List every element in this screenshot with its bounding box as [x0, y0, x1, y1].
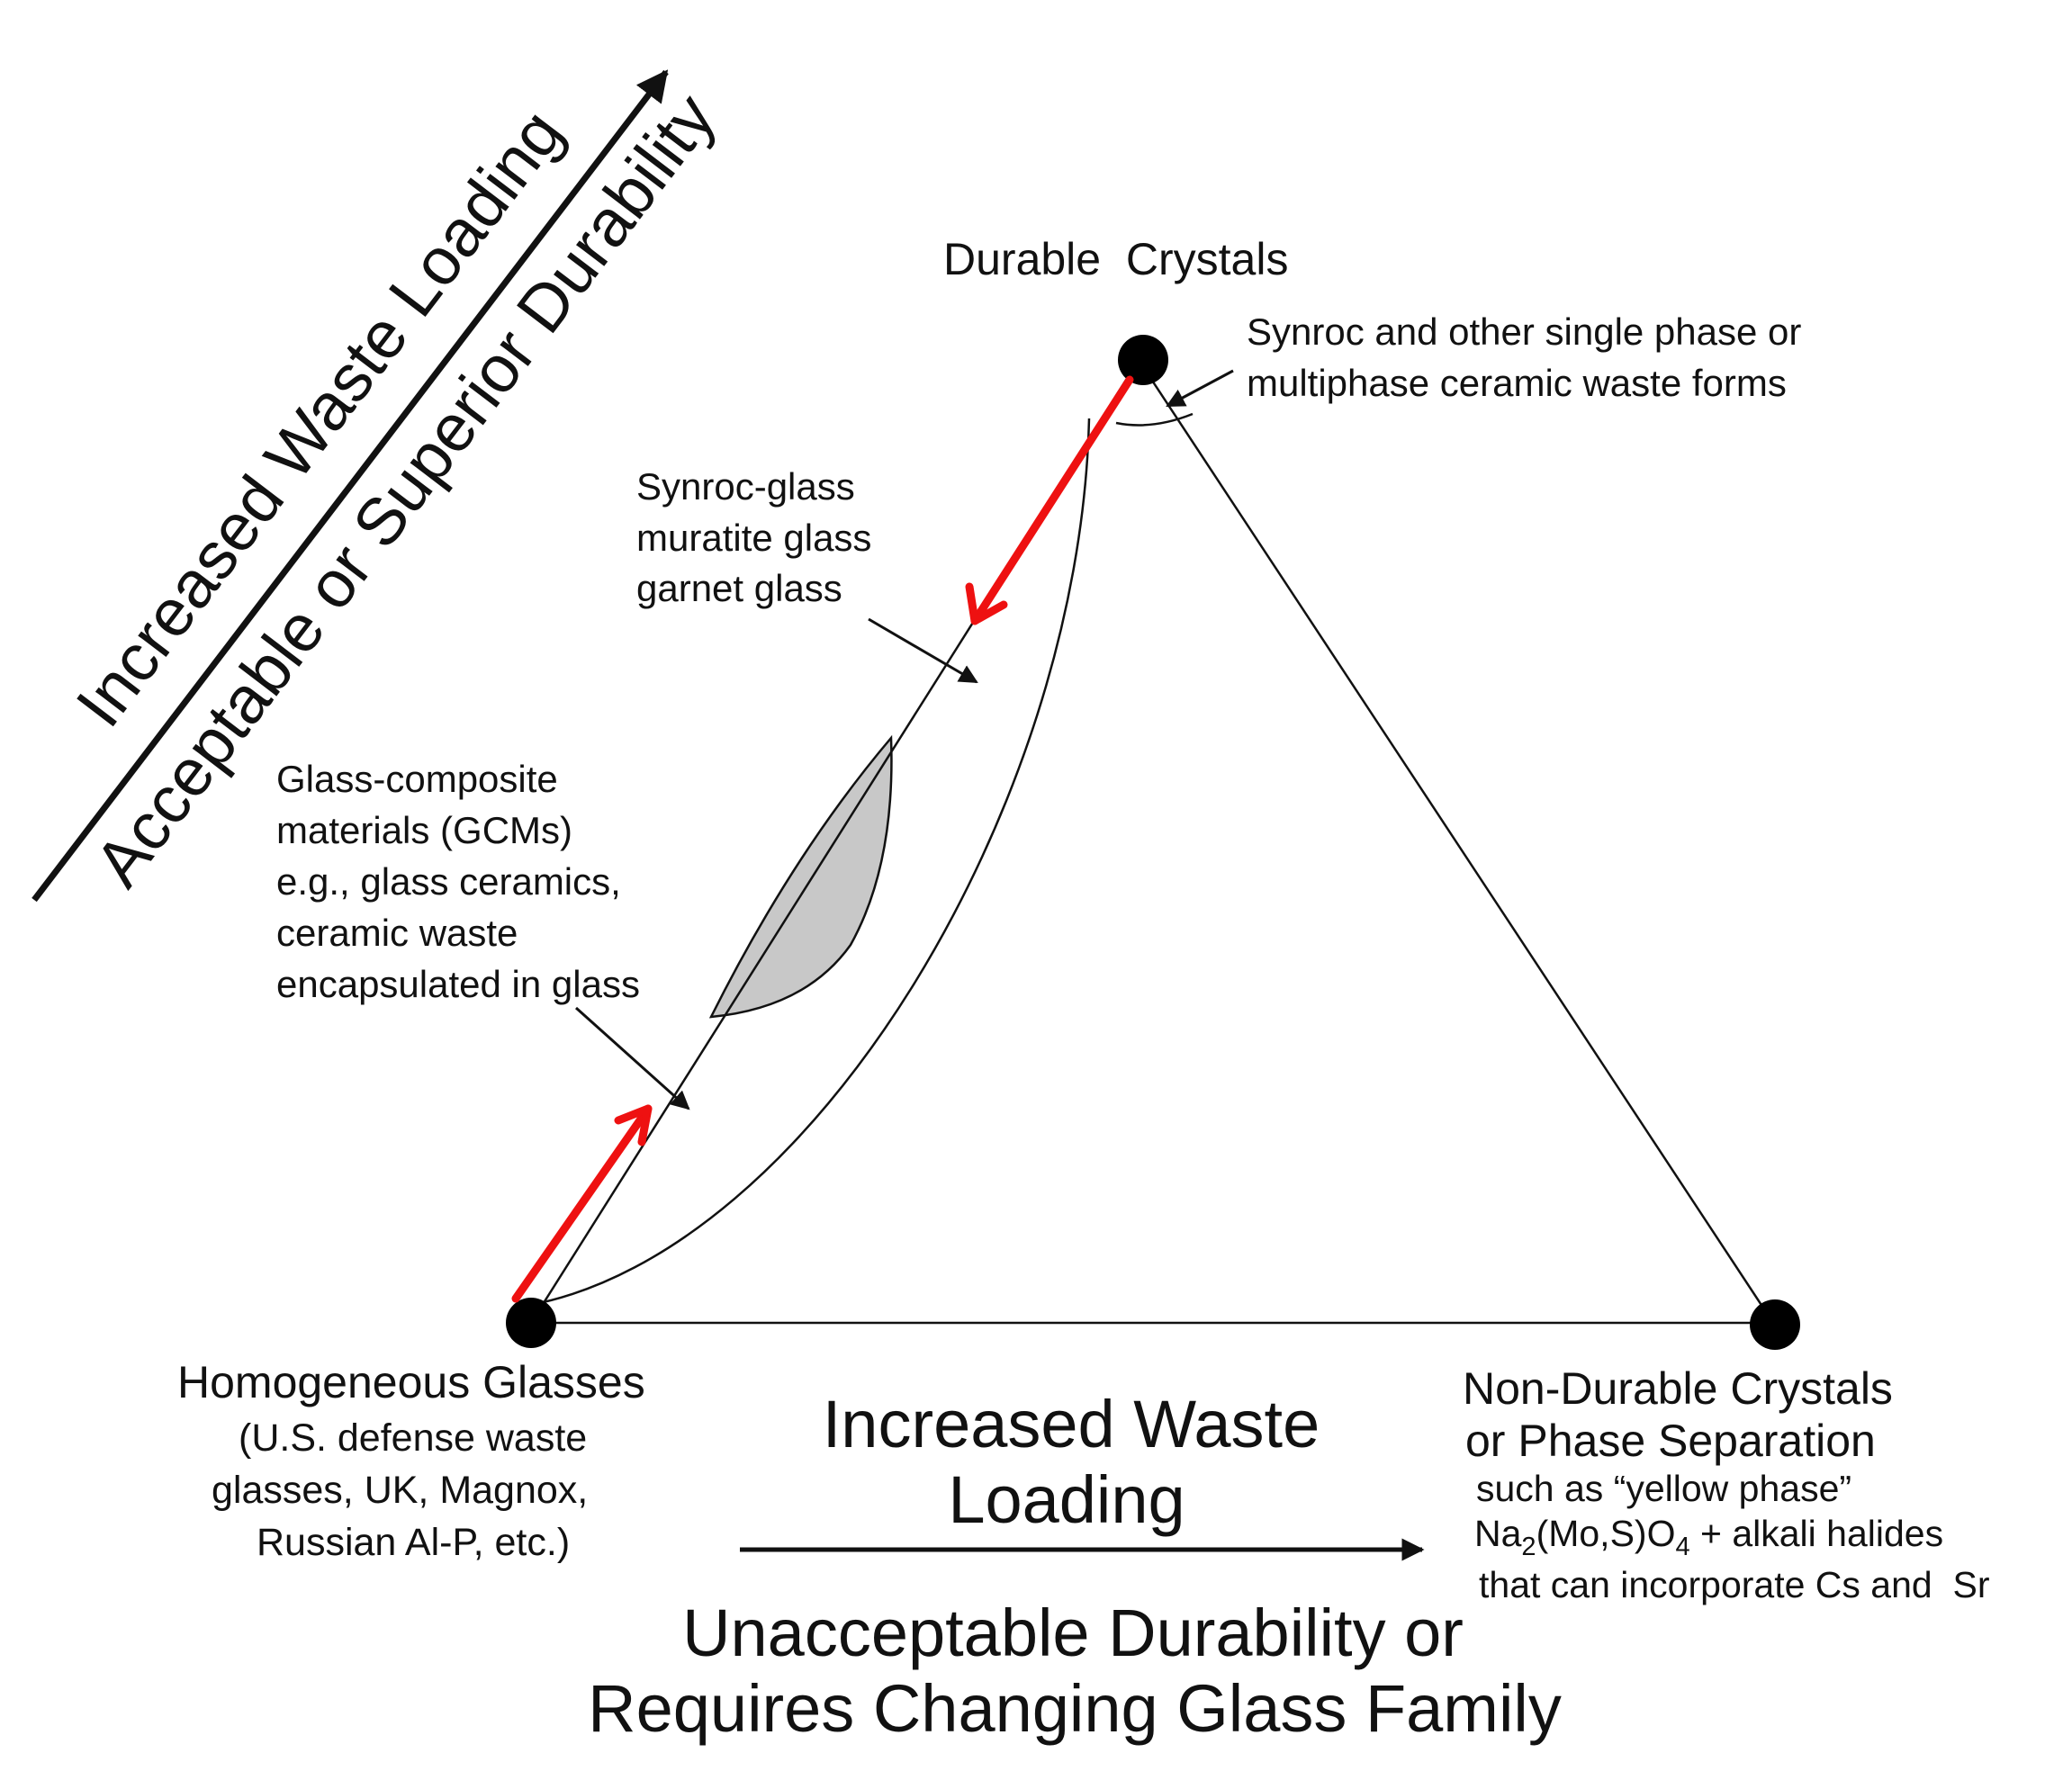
bottom-result-line-2: Requires Changing Glass Family [588, 1671, 1562, 1746]
synroc-glass-line-3: garnet glass [636, 567, 842, 609]
bottom-label-line-1: Increased Waste [823, 1387, 1320, 1461]
formula-sub-4: 4 [1675, 1533, 1689, 1561]
vertex-non-durable-crystals [1750, 1299, 1800, 1350]
vertex-homogeneous-glasses [506, 1298, 556, 1348]
ternary-triangle [528, 357, 1776, 1325]
pointer-arrow-gcm [574, 1006, 690, 1110]
gcm-line-2: materials (GCMs) [276, 809, 572, 851]
label-non-durable-line-2: or Phase Separation [1465, 1416, 1876, 1466]
homogeneous-note-line-2: glasses, UK, Magnox, [212, 1469, 588, 1512]
formula-tail: + alkali halides [1690, 1513, 1943, 1554]
gcm-line-1: Glass-composite [276, 758, 558, 800]
formula-mid: (Mo,S)O [1536, 1513, 1676, 1554]
pointer-arrow-synroc [1166, 369, 1234, 408]
pointer-arrow-synroc-glass [868, 617, 978, 684]
label-non-durable-line-1: Non-Durable Crystals [1463, 1363, 1893, 1414]
bottom-result-line-1: Unacceptable Durability or [682, 1596, 1464, 1670]
formula-na: Na [1474, 1513, 1522, 1554]
formula-sub-2: 2 [1521, 1533, 1536, 1561]
synroc-note-line-2: multiphase ceramic waste forms [1247, 362, 1787, 404]
gcm-line-4: ceramic waste [276, 912, 518, 954]
non-durable-note-line-3: that can incorporate Cs and Sr [1479, 1564, 1989, 1605]
gcm-shaded-region [708, 734, 893, 1019]
diagonal-arrow [32, 69, 669, 903]
vertex-durable-crystals [1118, 335, 1168, 385]
synroc-note-line-1: Synroc and other single phase or [1247, 310, 1801, 353]
synroc-boundary-arc [1115, 412, 1194, 427]
red-arrow-down [965, 375, 1134, 625]
homogeneous-note-line-1: (U.S. defense waste [239, 1416, 587, 1460]
synroc-glass-line-1: Synroc-glass [636, 465, 855, 508]
non-durable-note-line-1: such as “yellow phase” [1476, 1468, 1851, 1509]
gcm-line-5: encapsulated in glass [276, 963, 640, 1005]
synroc-glass-line-2: muratite glass [636, 517, 871, 559]
red-arrow-up [511, 1104, 653, 1303]
homogeneous-note-line-3: Russian Al-P, etc.) [257, 1521, 570, 1564]
bottom-label-line-2: Loading [948, 1462, 1185, 1537]
label-durable-crystals: Durable Crystals [943, 234, 1288, 284]
gcm-line-3: e.g., glass ceramics, [276, 860, 621, 903]
non-durable-note-line-2: Na2(Mo,S)O4 + alkali halides [1474, 1513, 1943, 1561]
composite-boundary-curve [530, 418, 1091, 1307]
label-homogeneous-glasses: Homogeneous Glasses [177, 1357, 645, 1407]
